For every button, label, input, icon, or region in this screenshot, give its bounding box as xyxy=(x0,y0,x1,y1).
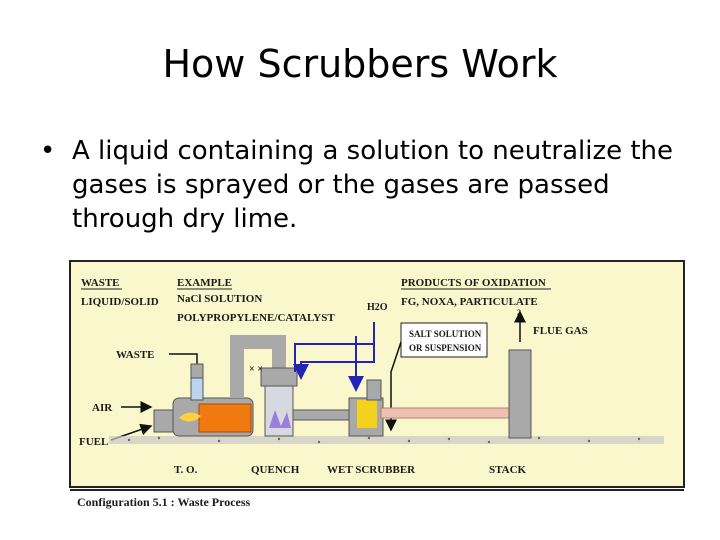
example-nacl: NaCl SOLUTION xyxy=(177,293,262,305)
salt-solution-line-1: SALT SOLUTION xyxy=(409,329,482,339)
stage-stack: STACK xyxy=(489,464,527,476)
incinerator-flame-chamber xyxy=(198,403,252,433)
stage-wet-scrubber: WET SCRUBBER xyxy=(327,464,416,476)
stage-quench: QUENCH xyxy=(251,464,300,476)
air-input-label: AIR xyxy=(92,402,113,414)
quench-spray xyxy=(269,410,291,428)
waste-feed-cap xyxy=(190,363,204,379)
h2o-label: H2O xyxy=(367,302,388,313)
example-header: EXAMPLE xyxy=(177,277,232,289)
flame xyxy=(179,412,201,422)
flue-gas-label: FLUE GAS xyxy=(533,325,588,337)
stage-to: T. O. xyxy=(174,464,198,476)
hot-gas-duct xyxy=(230,335,286,398)
salt-solution-box xyxy=(400,322,488,358)
ground-strip xyxy=(109,436,664,444)
h2o-line-2 xyxy=(293,344,375,380)
salt-solution-line-2: OR SUSPENSION xyxy=(409,343,482,353)
products-line: FG, NOXA, PARTICULATE xyxy=(401,296,538,308)
stack-body xyxy=(508,349,532,439)
gravel-dots xyxy=(127,436,641,444)
products-header: PRODUCTS OF OXIDATION xyxy=(401,277,546,289)
fuel-input-label: FUEL xyxy=(79,436,108,448)
liquid-solid-label: LIQUID/SOLID xyxy=(81,296,159,308)
scrubber-neck xyxy=(366,379,382,401)
quench-to-scrubber-duct xyxy=(292,409,354,421)
burner-nozzle xyxy=(153,409,175,433)
scrubber-packing xyxy=(357,400,377,428)
bullet-text: A liquid containing a solution to neutra… xyxy=(72,136,674,234)
bullet-marker: • xyxy=(40,136,56,166)
waste-header: WASTE xyxy=(81,277,120,289)
quench-body xyxy=(264,385,294,437)
waste-input-label: WASTE xyxy=(116,349,155,361)
slide-title: How Scrubbers Work xyxy=(162,42,558,86)
example-polypropylene: POLYPROPYLENE/CATALYST xyxy=(177,312,335,324)
diagram-panel xyxy=(69,260,685,488)
scrubber-to-stack-duct xyxy=(380,407,512,419)
figure-caption: Configuration 5.1 : Waste Process xyxy=(77,495,251,509)
waste-process-diagram: WASTE LIQUID/SOLID EXAMPLE NaCl SOLUTION… xyxy=(69,260,687,518)
h2o-line-1 xyxy=(294,322,375,372)
quench-spray-marks: × × xyxy=(249,364,263,375)
diagram-canvas: WASTE LIQUID/SOLID EXAMPLE NaCl SOLUTION… xyxy=(69,260,685,509)
quench-top xyxy=(260,367,298,387)
waste-feed-tube xyxy=(190,377,204,401)
